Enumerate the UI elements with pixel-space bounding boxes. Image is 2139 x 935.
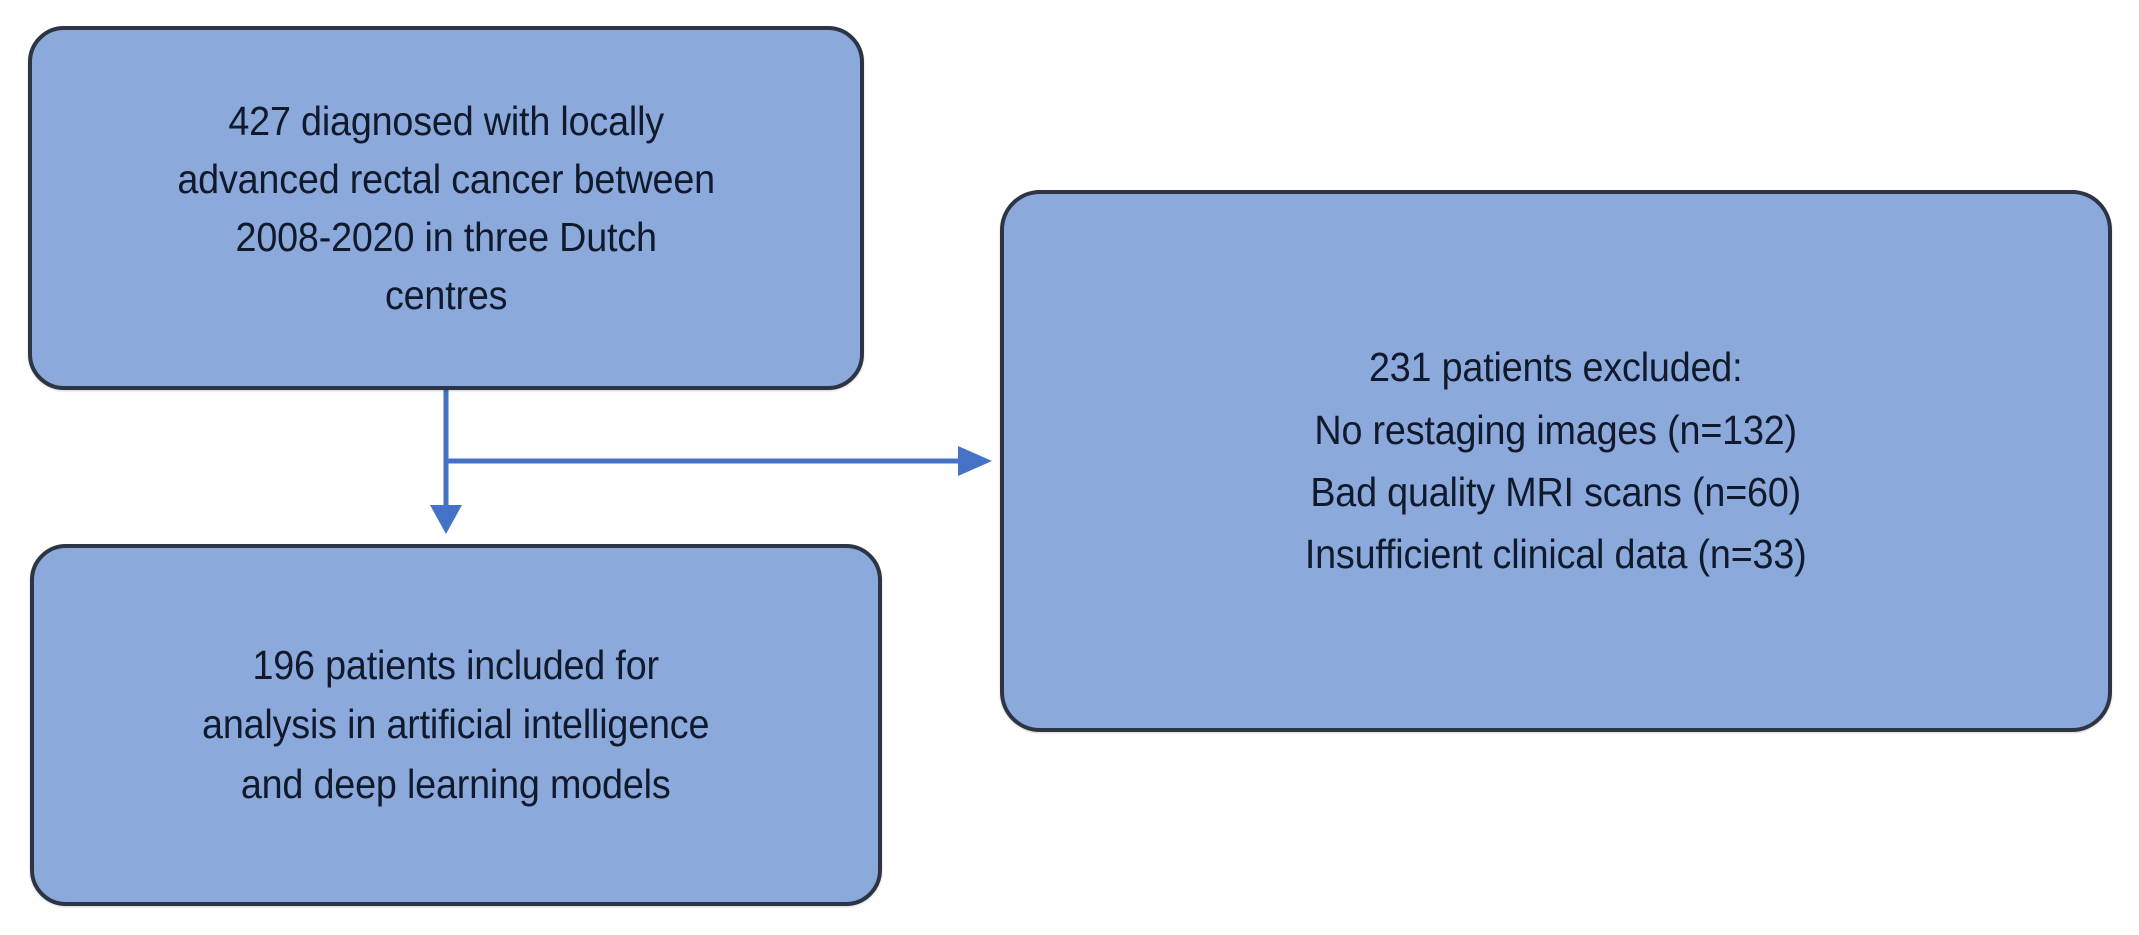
flow-box-included-cohort: 196 patients included for analysis in ar… bbox=[30, 544, 882, 906]
flow-box-source-cohort: 427 diagnosed with locally advanced rect… bbox=[28, 26, 864, 390]
connector-source-to-excluded bbox=[446, 446, 992, 476]
flow-box-excluded-cohort: 231 patients excluded: No restaging imag… bbox=[1000, 190, 2112, 732]
flow-box-source-cohort-text: 427 diagnosed with locally advanced rect… bbox=[177, 97, 715, 319]
flow-box-excluded-cohort-text: 231 patients excluded: No restaging imag… bbox=[1305, 344, 1807, 578]
flow-box-included-cohort-text: 196 patients included for analysis in ar… bbox=[202, 641, 710, 807]
connector-source-to-included bbox=[430, 390, 462, 534]
